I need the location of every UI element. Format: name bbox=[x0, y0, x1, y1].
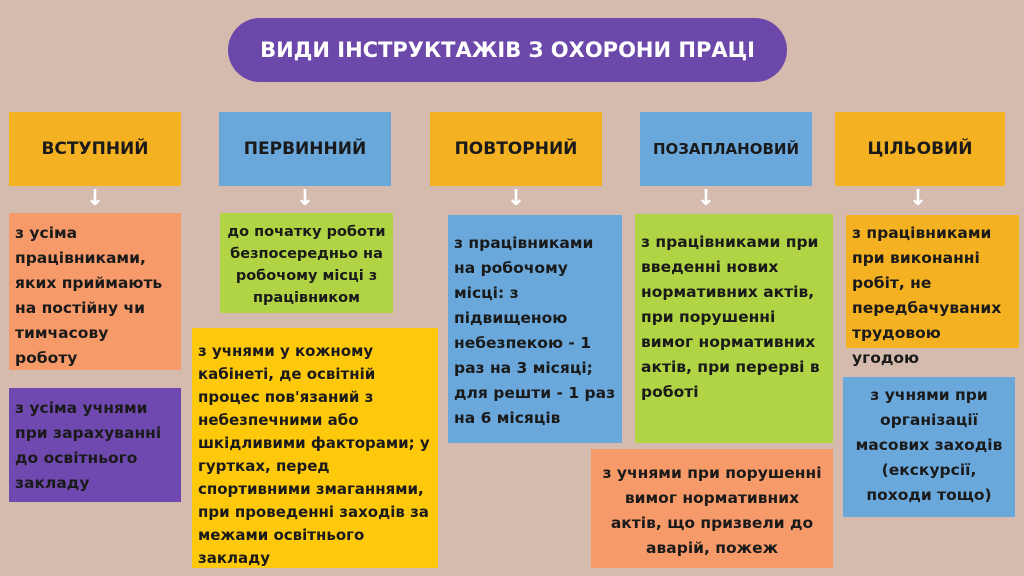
header-targeted: ЦІЛЬОВИЙ bbox=[835, 112, 1005, 186]
header-unscheduled: ПОЗАПЛАНОВИЙ bbox=[640, 112, 812, 186]
primary-workers-box: до початку роботи безпосередньо на робоч… bbox=[220, 213, 393, 313]
diagram-title: ВИДИ ІНСТРУКТАЖІВ З ОХОРОНИ ПРАЦІ bbox=[228, 18, 787, 82]
introductory-workers-box: з усіма працівниками, яких приймають на … bbox=[9, 213, 181, 370]
arrow-down-icon: ↓ bbox=[295, 186, 315, 211]
repeated-workers-box: з працівниками на робочому місці: з підв… bbox=[448, 215, 622, 443]
arrow-down-icon: ↓ bbox=[506, 186, 526, 211]
unscheduled-students-box: з учнями при порушенні вимог нормативних… bbox=[591, 449, 833, 568]
header-repeated: ПОВТОРНИЙ bbox=[430, 112, 602, 186]
targeted-students-box: з учнями при організації масових заходів… bbox=[843, 377, 1015, 517]
unscheduled-workers-box: з працівниками при введенні нових нормат… bbox=[635, 214, 833, 443]
arrow-down-icon: ↓ bbox=[696, 186, 716, 211]
introductory-students-box: з усіма учнями при зарахуванні до освітн… bbox=[9, 388, 181, 502]
targeted-workers-box: з працівниками при виконанні робіт, не п… bbox=[846, 215, 1019, 367]
header-introductory: ВСТУПНИЙ bbox=[9, 112, 181, 186]
arrow-down-icon: ↓ bbox=[908, 186, 928, 211]
arrow-down-icon: ↓ bbox=[85, 186, 105, 211]
primary-students-box: з учнями у кожному кабінеті, де освітній… bbox=[192, 328, 438, 568]
header-primary: ПЕРВИННИЙ bbox=[219, 112, 391, 186]
